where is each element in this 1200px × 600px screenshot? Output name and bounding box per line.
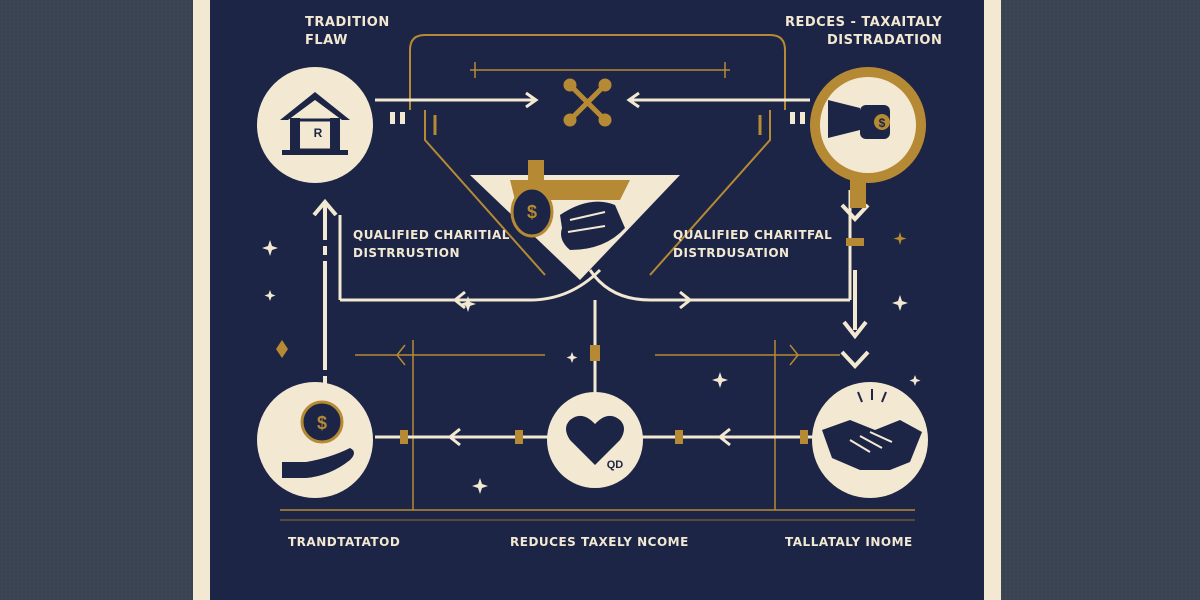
footnote: For in lulstratic pocces only, Ago 70½ /… — [357, 570, 837, 583]
arrow-right-to-center — [626, 91, 810, 109]
arrow-up-left — [312, 198, 338, 390]
top-frame-line — [409, 34, 786, 110]
coin-tag: $ — [317, 413, 327, 433]
heart-icon: QD — [547, 392, 643, 488]
label-bottom-left: TRANDTATATOD — [288, 535, 401, 549]
diagram-panel: $ — [210, 0, 984, 600]
flow-curve-right — [588, 269, 850, 302]
arrow-down-right — [840, 203, 870, 369]
svg-text:$: $ — [527, 202, 537, 222]
coin-icon — [300, 400, 344, 444]
house-tag: R — [314, 126, 323, 140]
bank-note-icon: $ — [810, 67, 926, 208]
handshake-icon — [812, 382, 928, 498]
house-icon: R — [257, 67, 373, 183]
label-top-right: REDCES - TAXAITALY DISTRADATION — [785, 15, 943, 48]
label-bottom-center: REDUCES TAXELY NCOME — [510, 535, 689, 549]
sparkle-decorations — [262, 232, 921, 494]
arrow-left-to-center — [375, 91, 539, 109]
flow-curve-left — [340, 268, 602, 302]
infographic-poster: $ — [193, 0, 1001, 600]
funnel-hand-money-icon: $ — [470, 160, 680, 280]
flow-diagram: $ — [257, 34, 928, 521]
svg-text:$: $ — [879, 116, 886, 130]
cross-icon — [563, 78, 612, 127]
label-mid-left: QUALIFIED CHARITIAL DISTRRUSTION — [353, 228, 510, 260]
label-bottom-right: TALLATALY INOME — [785, 535, 913, 549]
arrow-bottom-right — [640, 427, 825, 447]
label-top-left: TRADITION FLAW — [305, 15, 390, 48]
heart-tag: QD — [607, 459, 624, 471]
label-mid-right: QUALIFIED CHARITFAL DISTRDUSATION — [673, 228, 833, 260]
hand-money-icon: $ — [257, 382, 373, 498]
